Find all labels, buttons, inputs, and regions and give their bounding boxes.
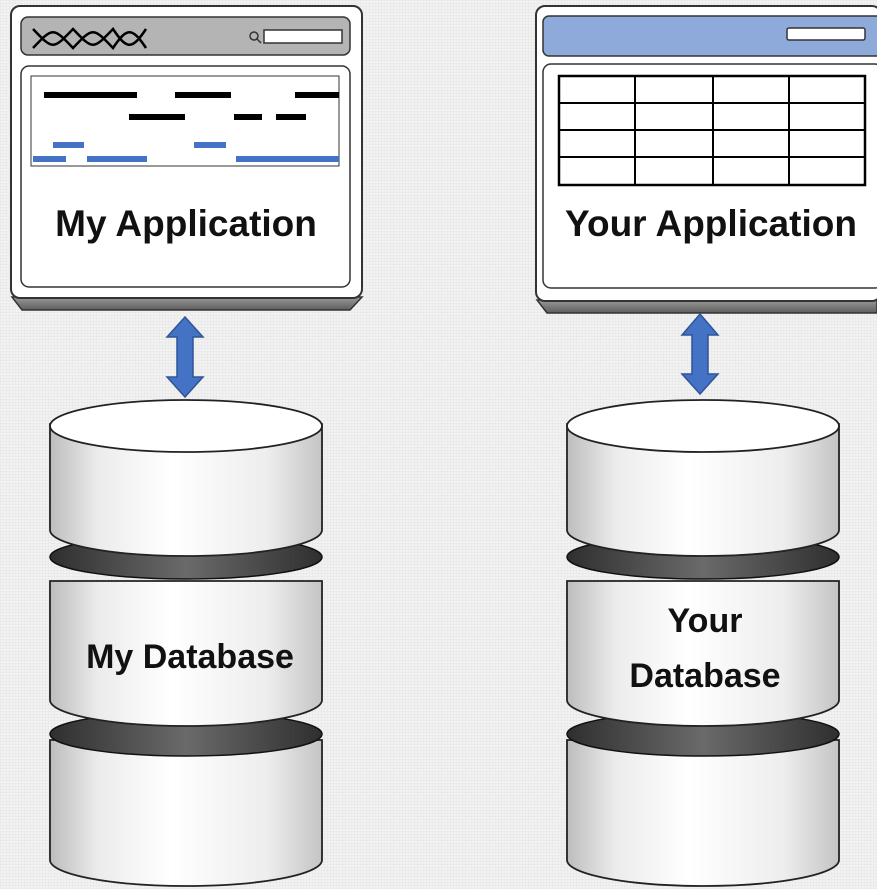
left-double-arrow — [165, 315, 205, 399]
my-application-label: My Application — [55, 203, 317, 244]
my-application-window: My Application — [10, 5, 364, 311]
db-segment-middle — [49, 580, 323, 727]
db-top-cap — [49, 399, 323, 453]
my-database-label: My Database — [86, 638, 294, 676]
search-input[interactable] — [263, 29, 343, 44]
track-features-blue — [33, 142, 339, 162]
db-segment-top — [49, 423, 323, 557]
table-grid-lines — [559, 76, 865, 185]
db-segment-bottom — [566, 739, 840, 887]
search-icon[interactable] — [249, 31, 262, 44]
your-database-label-line-1: Your — [668, 602, 743, 640]
your-application-window: Your Application — [535, 5, 877, 314]
db-top-cap — [566, 399, 840, 453]
track-view — [30, 75, 340, 167]
data-table — [557, 74, 867, 187]
your-database-cylinder: Your Database — [566, 399, 840, 887]
window-header-bar — [542, 15, 877, 57]
your-database-label-line-2: Database — [629, 657, 780, 695]
db-segment-top — [566, 423, 840, 557]
my-database-cylinder: My Database — [49, 399, 323, 887]
dna-logo-icon — [32, 27, 148, 50]
your-application-label: Your Application — [565, 203, 857, 244]
right-double-arrow — [680, 312, 720, 396]
db-segment-bottom — [49, 739, 323, 887]
header-search-input[interactable] — [786, 27, 866, 41]
db-segment-middle — [566, 580, 840, 727]
track-features-black — [44, 92, 339, 120]
window-header-bar — [20, 16, 351, 56]
